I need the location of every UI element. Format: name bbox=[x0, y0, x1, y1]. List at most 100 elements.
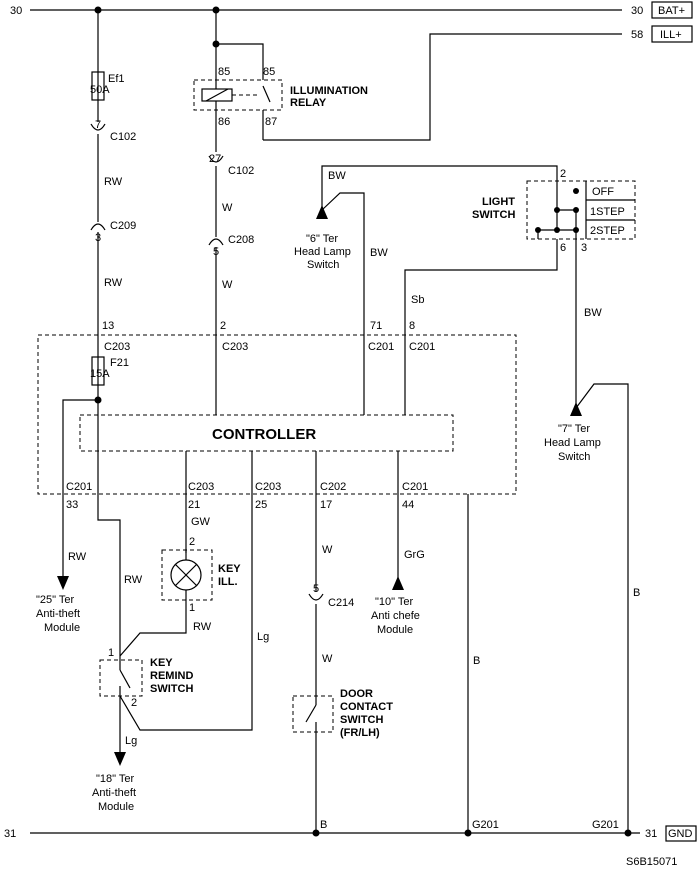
wire-rw4: RW bbox=[124, 574, 143, 586]
switch-contact-icon bbox=[305, 704, 317, 723]
terminal-arrow-icon bbox=[316, 205, 328, 219]
controller-label: CONTROLLER bbox=[212, 426, 316, 443]
terminal-arrow-icon bbox=[57, 576, 69, 590]
t18-line3: Module bbox=[98, 801, 134, 813]
controller-box bbox=[79, 414, 454, 452]
t10-line1: "10" Ter bbox=[375, 596, 414, 608]
wire-rw1: RW bbox=[104, 176, 123, 188]
key-ill-pin1: 1 bbox=[189, 602, 195, 614]
wire-grg: GrG bbox=[404, 549, 425, 561]
rail-31-left: 31 bbox=[4, 828, 16, 840]
krs-title-3: SWITCH bbox=[150, 683, 193, 695]
door-title-2: CONTACT bbox=[340, 701, 393, 713]
ls-off: OFF bbox=[592, 186, 614, 198]
in-71: 71 bbox=[370, 320, 382, 332]
relay-box bbox=[193, 79, 283, 111]
connector-c102-icon bbox=[90, 123, 106, 131]
t18-line1: "18" Ter bbox=[96, 773, 135, 785]
wire-lg2: Lg bbox=[125, 735, 137, 747]
c102-label-b: C102 bbox=[228, 165, 254, 177]
krs-title-1: KEY bbox=[150, 657, 173, 669]
fuse-ef1-rating: 50A bbox=[90, 84, 110, 96]
light-switch-box bbox=[526, 180, 636, 240]
ls-pin6: 6 bbox=[560, 242, 566, 254]
bat-box bbox=[651, 1, 693, 19]
out-c201b: C201 bbox=[402, 481, 428, 493]
relay-title-2: RELAY bbox=[290, 97, 327, 109]
connector-c208-icon bbox=[208, 238, 224, 246]
rail-30-right: 30 bbox=[631, 5, 643, 17]
t25-line2: Anti-theft bbox=[36, 608, 80, 620]
in-c201a: C201 bbox=[368, 341, 394, 353]
ill-wire bbox=[263, 33, 622, 141]
gnd-label: GND bbox=[668, 828, 693, 840]
fuse-f21-name: F21 bbox=[110, 357, 129, 369]
t10-line3: Module bbox=[377, 624, 413, 636]
wire-rw3: RW bbox=[68, 551, 87, 563]
ls-2step: 2STEP bbox=[590, 225, 625, 237]
connector-c209-icon bbox=[90, 223, 106, 231]
t6-line2: Head Lamp bbox=[294, 246, 351, 258]
door-title-3: SWITCH bbox=[340, 714, 383, 726]
terminal-arrow-icon bbox=[392, 576, 404, 590]
key-ill-pin2: 2 bbox=[189, 536, 195, 548]
bat-label: BAT+ bbox=[658, 5, 685, 17]
wire-lg1: Lg bbox=[257, 631, 269, 643]
ls-title-1: LIGHT bbox=[482, 196, 515, 208]
rail-31-right: 31 bbox=[645, 828, 657, 840]
junction-dot bbox=[464, 829, 472, 837]
in-8: 8 bbox=[409, 320, 415, 332]
relay-85b: 85 bbox=[263, 66, 275, 78]
t25-line1: "25" Ter bbox=[36, 594, 75, 606]
junction-dot bbox=[312, 829, 320, 837]
relay-85a: 85 bbox=[218, 66, 230, 78]
wire-gw: GW bbox=[191, 516, 211, 528]
in-13: 13 bbox=[102, 320, 114, 332]
ill-label: ILL+ bbox=[660, 29, 682, 41]
out-21: 21 bbox=[188, 499, 200, 511]
out-c202: C202 bbox=[320, 481, 346, 493]
wire-w3: W bbox=[322, 544, 333, 556]
fuse-ef1-name: Ef1 bbox=[108, 73, 125, 85]
wire-w2: W bbox=[222, 279, 233, 291]
wire-rw2: RW bbox=[104, 277, 123, 289]
t10-line2: Anti chefe bbox=[371, 610, 420, 622]
in-2: 2 bbox=[220, 320, 226, 332]
c102-label-a: C102 bbox=[110, 131, 136, 143]
out-c201a: C201 bbox=[66, 481, 92, 493]
in-c203b: C203 bbox=[222, 341, 248, 353]
ill-box bbox=[651, 25, 693, 43]
wire-bw3: BW bbox=[584, 307, 602, 319]
door-switch-box bbox=[292, 695, 334, 733]
g201-b: G201 bbox=[592, 819, 619, 831]
ls-title-2: SWITCH bbox=[472, 209, 515, 221]
relay-87: 87 bbox=[265, 116, 277, 128]
c214-pin5: 5 bbox=[313, 583, 319, 595]
switch-contact-icon bbox=[119, 669, 131, 689]
key-ill-title-2: ILL. bbox=[218, 576, 238, 588]
c208-label: C208 bbox=[228, 234, 254, 246]
door-title-1: DOOR bbox=[340, 688, 373, 700]
relay-86: 86 bbox=[218, 116, 230, 128]
terminal-arrow-icon bbox=[570, 402, 582, 416]
g201-a: G201 bbox=[472, 819, 499, 831]
key-ill-title-1: KEY bbox=[218, 563, 241, 575]
connector-c102b-icon bbox=[208, 155, 224, 163]
t7-line3: Switch bbox=[558, 451, 590, 463]
gnd-box bbox=[665, 825, 697, 842]
out-c203b: C203 bbox=[255, 481, 281, 493]
t6-line3: Switch bbox=[307, 259, 339, 271]
out-25: 25 bbox=[255, 499, 267, 511]
connector-c214-icon bbox=[308, 593, 324, 601]
rail-30-left: 30 bbox=[10, 5, 22, 17]
wire-b1: B bbox=[320, 819, 327, 831]
t18-line2: Anti-theft bbox=[92, 787, 136, 799]
out-33: 33 bbox=[66, 499, 78, 511]
wire-w4: W bbox=[322, 653, 333, 665]
door-title-4: (FR/LH) bbox=[340, 727, 380, 739]
wire-bw1: BW bbox=[328, 170, 346, 182]
t7-line2: Head Lamp bbox=[544, 437, 601, 449]
wire-rw5: RW bbox=[193, 621, 212, 633]
out-44: 44 bbox=[402, 499, 414, 511]
